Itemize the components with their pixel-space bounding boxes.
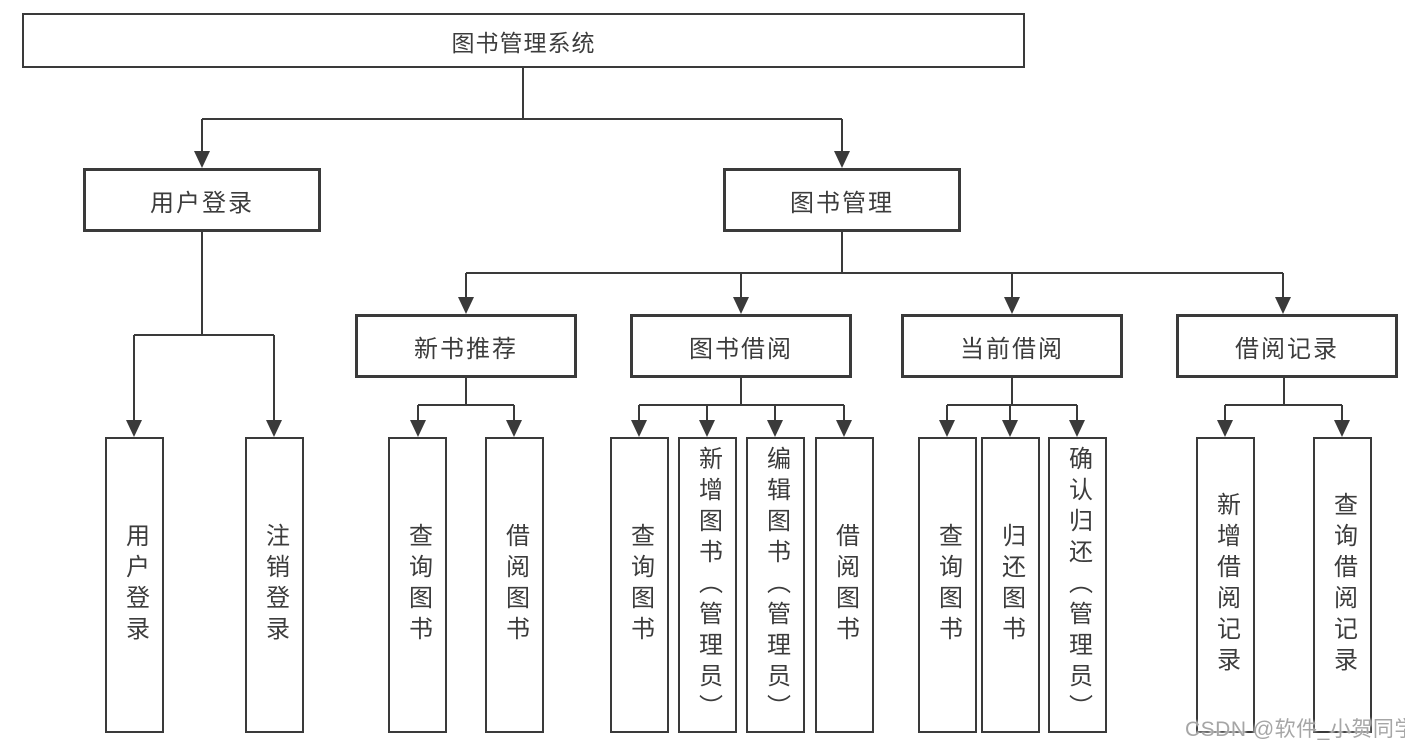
leaf-query-books-1: 查询图书 [388,437,447,733]
leaf-query-books-3: 查询图书 [918,437,977,733]
leaf-query-borrow-record: 查询借阅记录 [1313,437,1372,733]
node-book-management: 图书管理 [723,168,961,232]
leaf-add-borrow-record: 新增借阅记录 [1196,437,1255,733]
leaf-borrow-books-1: 借阅图书 [485,437,544,733]
node-book-borrowing: 图书借阅 [630,314,852,378]
leaf-query-books-2: 查询图书 [610,437,669,733]
leaf-logout-login: 注销登录 [245,437,304,733]
node-library-management-system: 图书管理系统 [22,13,1025,68]
watermark: CSDN @软件_小贺同学 [1185,718,1405,741]
node-current-borrowing: 当前借阅 [901,314,1123,378]
node-user-login: 用户登录 [83,168,321,232]
node-new-book-recommendation: 新书推荐 [355,314,577,378]
leaf-edit-book-admin: 编辑图书（管理员） [746,437,805,733]
leaf-add-book-admin: 新增图书（管理员） [678,437,737,733]
leaf-user-login: 用户登录 [105,437,164,733]
node-borrowing-records: 借阅记录 [1176,314,1398,378]
leaf-return-books: 归还图书 [981,437,1040,733]
leaf-confirm-return-admin: 确认归还（管理员） [1048,437,1107,733]
leaf-borrow-books-2: 借阅图书 [815,437,874,733]
